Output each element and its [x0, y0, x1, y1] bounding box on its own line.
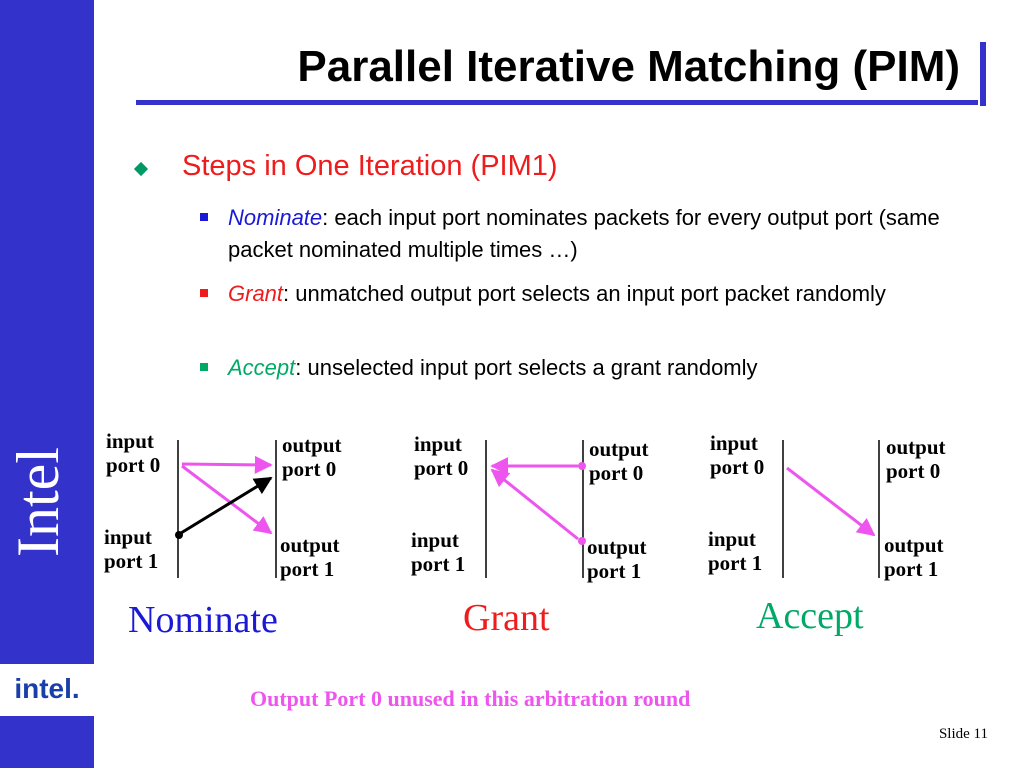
caption-nominate: Nominate	[128, 599, 278, 641]
label-input-port1-line2: port 1	[411, 552, 465, 576]
slide-number: Slide 11	[938, 726, 988, 742]
square-bullet-icon	[200, 363, 208, 371]
label-output-port1-line2: port 1	[884, 557, 938, 581]
nominate-arrow-in1-out0	[180, 476, 273, 535]
accept-arrow-in0-out1	[786, 466, 876, 537]
label-input-port0-line1: input	[106, 429, 154, 453]
label-input-port1-line1: input	[104, 525, 152, 549]
svg-text:intel.: intel.	[14, 673, 79, 704]
step-text: : unmatched output port selects an input…	[283, 281, 886, 306]
label-output-port0-line2: port 0	[886, 459, 940, 483]
label-input-port1-line1: input	[708, 527, 756, 551]
label-output-port1-line1: output	[280, 533, 340, 557]
step-nominate: Nominate: each input port nominates pack…	[200, 202, 960, 272]
svg-text:Intel: Intel	[5, 447, 71, 557]
label-output-port1-line2: port 1	[280, 557, 334, 581]
nominate-arrow-in0-out1	[181, 464, 273, 535]
accept-diagram: input port 0 input port 1 output port 0 …	[708, 431, 946, 637]
nominate-diagram: input port 0 input port 1 output port 0 …	[104, 429, 342, 641]
title-side-bar	[980, 42, 986, 106]
page-title: Parallel Iterative Matching (PIM)	[297, 42, 960, 91]
grant-diagram: input port 0 input port 1 output port 0 …	[411, 432, 649, 639]
output-port1-dot	[578, 537, 586, 545]
label-input-port0-line2: port 0	[414, 456, 468, 480]
square-bullet-icon	[200, 289, 208, 297]
main-bullet-text: Steps in One Iteration (PIM1)	[182, 150, 558, 182]
label-output-port0-line2: port 0	[589, 461, 643, 485]
caption-grant: Grant	[463, 597, 550, 639]
step-text: : unselected input port selects a grant …	[295, 355, 758, 380]
intel-vertical-wordmark: Intel	[2, 432, 86, 572]
label-input-port0-line2: port 0	[710, 455, 764, 479]
title-underline	[136, 100, 978, 105]
label-input-port0-line2: port 0	[106, 453, 160, 477]
title-area: Parallel Iterative Matching (PIM)	[130, 34, 990, 120]
label-output-port0-line1: output	[282, 433, 342, 457]
label-output-port1-line1: output	[884, 533, 944, 557]
label-input-port1-line1: input	[411, 528, 459, 552]
footnote: Output Port 0 unused in this arbitration…	[250, 686, 691, 711]
label-output-port0-line1: output	[589, 437, 649, 461]
step-text: : each input port nominates packets for …	[228, 205, 940, 262]
step-term: Accept	[228, 355, 296, 380]
step-accept: Accept: unselected input port selects a …	[200, 352, 960, 388]
step-grant: Grant: unmatched output port selects an …	[200, 278, 960, 348]
label-input-port0-line1: input	[414, 432, 462, 456]
label-input-port1-line2: port 1	[104, 549, 158, 573]
step-term: Grant	[228, 281, 284, 306]
label-output-port1-line1: output	[587, 535, 647, 559]
nominate-arrow-in0-out0	[181, 455, 273, 474]
label-input-port0-line1: input	[710, 431, 758, 455]
label-input-port1-line2: port 1	[708, 551, 762, 575]
output-port0-dot	[578, 462, 586, 470]
intel-logo: intel.	[0, 664, 94, 716]
caption-accept: Accept	[756, 595, 864, 637]
label-output-port1-line2: port 1	[587, 559, 641, 583]
label-output-port0-line1: output	[886, 435, 946, 459]
step-term: Nominate	[228, 205, 323, 230]
label-output-port0-line2: port 0	[282, 457, 336, 481]
square-bullet-icon	[200, 213, 208, 221]
sidebar	[0, 0, 94, 768]
grant-arrow-out1-in0	[490, 468, 579, 541]
